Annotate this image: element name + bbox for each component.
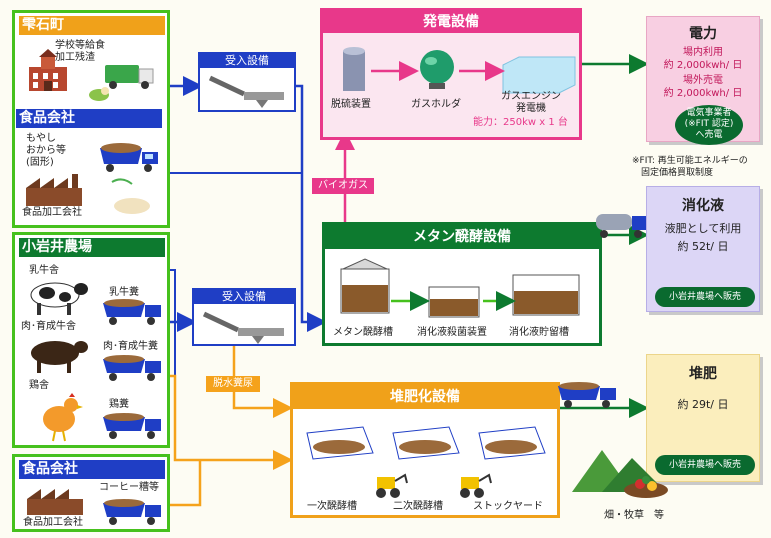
compost-bins [306,426,546,460]
methane-tank-label: メタン醗酵槽 [333,327,393,338]
gas-holder-icon [420,50,454,89]
dump-truck-coffee-icon [103,499,161,525]
hopper-lower-icon [202,311,284,344]
source-food-company-1: 食品会社 もやし おから等 (固形) 食品加工会社 [12,106,170,228]
methane-arrows [391,291,516,311]
output-power: 電力 場内利用 約 2,000kwh/ 日 場外売電 約 2,000kwh/ 日… [646,16,760,145]
factory-icon [26,174,82,206]
line-dewatered [232,345,293,418]
field-crops-icon [572,450,668,498]
output-power-title: 電力 [689,26,717,42]
receiving-upper-title: 受入設備 [200,54,294,68]
source-shizukuishi-title: 雫石町 [19,16,165,35]
line-coffee-orange [160,460,202,507]
source-food-company-2-title: 食品会社 [19,460,165,479]
storage-tank-icon [512,274,580,316]
methane-tank-icon [340,258,390,314]
receiving-lower: 受入設備 [192,288,296,346]
dump-truck-beef-icon [103,355,161,381]
methane-fermentation: メタン醗酵設備 メタン醗酵槽 消化液殺菌装置 消化液貯留槽 [322,222,602,346]
power-arrows [371,61,505,81]
chicken-icon [43,393,83,442]
school-icon [29,49,67,91]
dump-truck-dairy-icon [103,299,161,325]
source-shizukuishi-desc: 学校等給食 加工残渣 [55,40,105,63]
power-capacity-label: 能力：250kw x 1 台 [473,117,568,128]
source-food-company-2: 食品会社 コーヒー糟等 食品加工会社 [12,454,170,532]
output-compost: 堆肥 約 29t/ 日 小岩井農場へ販売 [646,354,760,482]
source-food-company-2-caption: 食品加工会社 [23,517,83,528]
dump-truck-poultry-icon [103,413,161,439]
fit-note: ※FIT: 再生可能エネルギーの 固定価格買取制度 [632,156,748,178]
loader-icon [376,473,408,498]
compost-stage1-label: 一次醗酵槽 [307,501,357,512]
output-digestate-line1: 液肥として利用 [664,222,742,235]
output-power-line2: 約 2,000kwh/ 日 [663,60,743,71]
loader-2-icon [460,473,492,498]
garbage-truck-icon [105,65,154,89]
line-receive-upper-out [296,84,327,332]
output-power-line1: 場内利用 [683,47,723,58]
dairy-manure-label: 乳牛糞 [109,287,139,298]
factory-2-icon [27,489,83,515]
source-koiwai-title: 小岩井農場 [19,238,165,257]
source-food-company-1-caption: 食品加工会社 [22,207,82,218]
compost-truck-icon [558,382,616,408]
source-koiwai-farm: 小岩井農場 乳牛舎 乳牛糞 肉･育成牛舎 肉･育成牛糞 鶏舎 鶏糞 [12,232,170,448]
beef-cow-icon [31,341,88,373]
dairy-cow-icon [30,282,88,315]
source-food-company-1-title: 食品会社 [16,109,162,128]
compost-title: 堆肥化設備 [293,385,557,409]
composting-facility: 堆肥化設備 一次醗酵槽 二次醗酵槽 ストックヤード [290,382,560,518]
poultry-manure-label: 鶏糞 [109,399,129,410]
power-plant-title: 発電設備 [323,11,579,33]
gas-engine-icon [502,56,576,94]
bean-sprouts-icon [111,178,150,214]
gas-holder-label: ガスホルダ [411,99,461,110]
dewatered-manure-label: 脱水糞尿 [206,376,260,392]
compost-stage3-label: ストックヤード [473,501,543,512]
receiving-lower-title: 受入設備 [194,290,294,304]
output-power-line4: 約 2,000kwh/ 日 [663,88,743,99]
desulfurizer-icon [343,47,365,91]
methane-title: メタン醗酵設備 [325,225,599,249]
output-compost-title: 堆肥 [689,366,717,382]
receiving-upper: 受入設備 [198,52,296,112]
biogas-label: バイオガス [312,178,374,194]
source-food-company-1-desc: もやし おから等 (固形) [26,133,66,168]
output-digestate-badge: 小岩井農場へ販売 [655,287,755,307]
compost-stage2-label: 二次醗酵槽 [393,501,443,512]
output-compost-badge: 小岩井農場へ販売 [655,455,755,475]
dairy-barn-label: 乳牛舎 [29,265,59,276]
output-power-line3: 場外売電 [683,75,723,86]
sterilizer-label: 消化液殺菌装置 [417,327,487,338]
output-power-badge: 電気事業者 (※FIT 認定) へ売電 [675,105,743,145]
output-digestate-line2: 約 52t/ 日 [677,240,729,253]
food-scraps-icon [89,87,109,101]
power-plant: 発電設備 脱硫装置 ガスホルダ ガスエンジン 発電機 能力：250kw x 1 … [320,8,582,140]
desulfurizer-label: 脱硫装置 [331,99,371,110]
beef-barn-label: 肉･育成牛舎 [21,321,76,332]
beef-manure-label: 肉･育成牛糞 [103,341,158,352]
sterilizer-icon [428,286,480,318]
poultry-house-label: 鶏舎 [29,380,49,391]
gas-engine-label: ガスエンジン 発電機 [501,91,561,114]
output-compost-line1: 約 29t/ 日 [677,398,729,411]
storage-tank-label: 消化液貯留槽 [509,327,569,338]
field-caption: 畑・牧草 等 [604,510,664,521]
output-digestate: 消化液 液肥として利用 約 52t/ 日 小岩井農場へ販売 [646,186,760,312]
digestate-tanker-icon [596,214,646,238]
output-digestate-title: 消化液 [682,198,724,214]
dump-truck-icon [100,143,158,172]
hopper-icon [208,75,284,108]
source-food-company-2-desc: コーヒー糟等 [99,482,159,493]
